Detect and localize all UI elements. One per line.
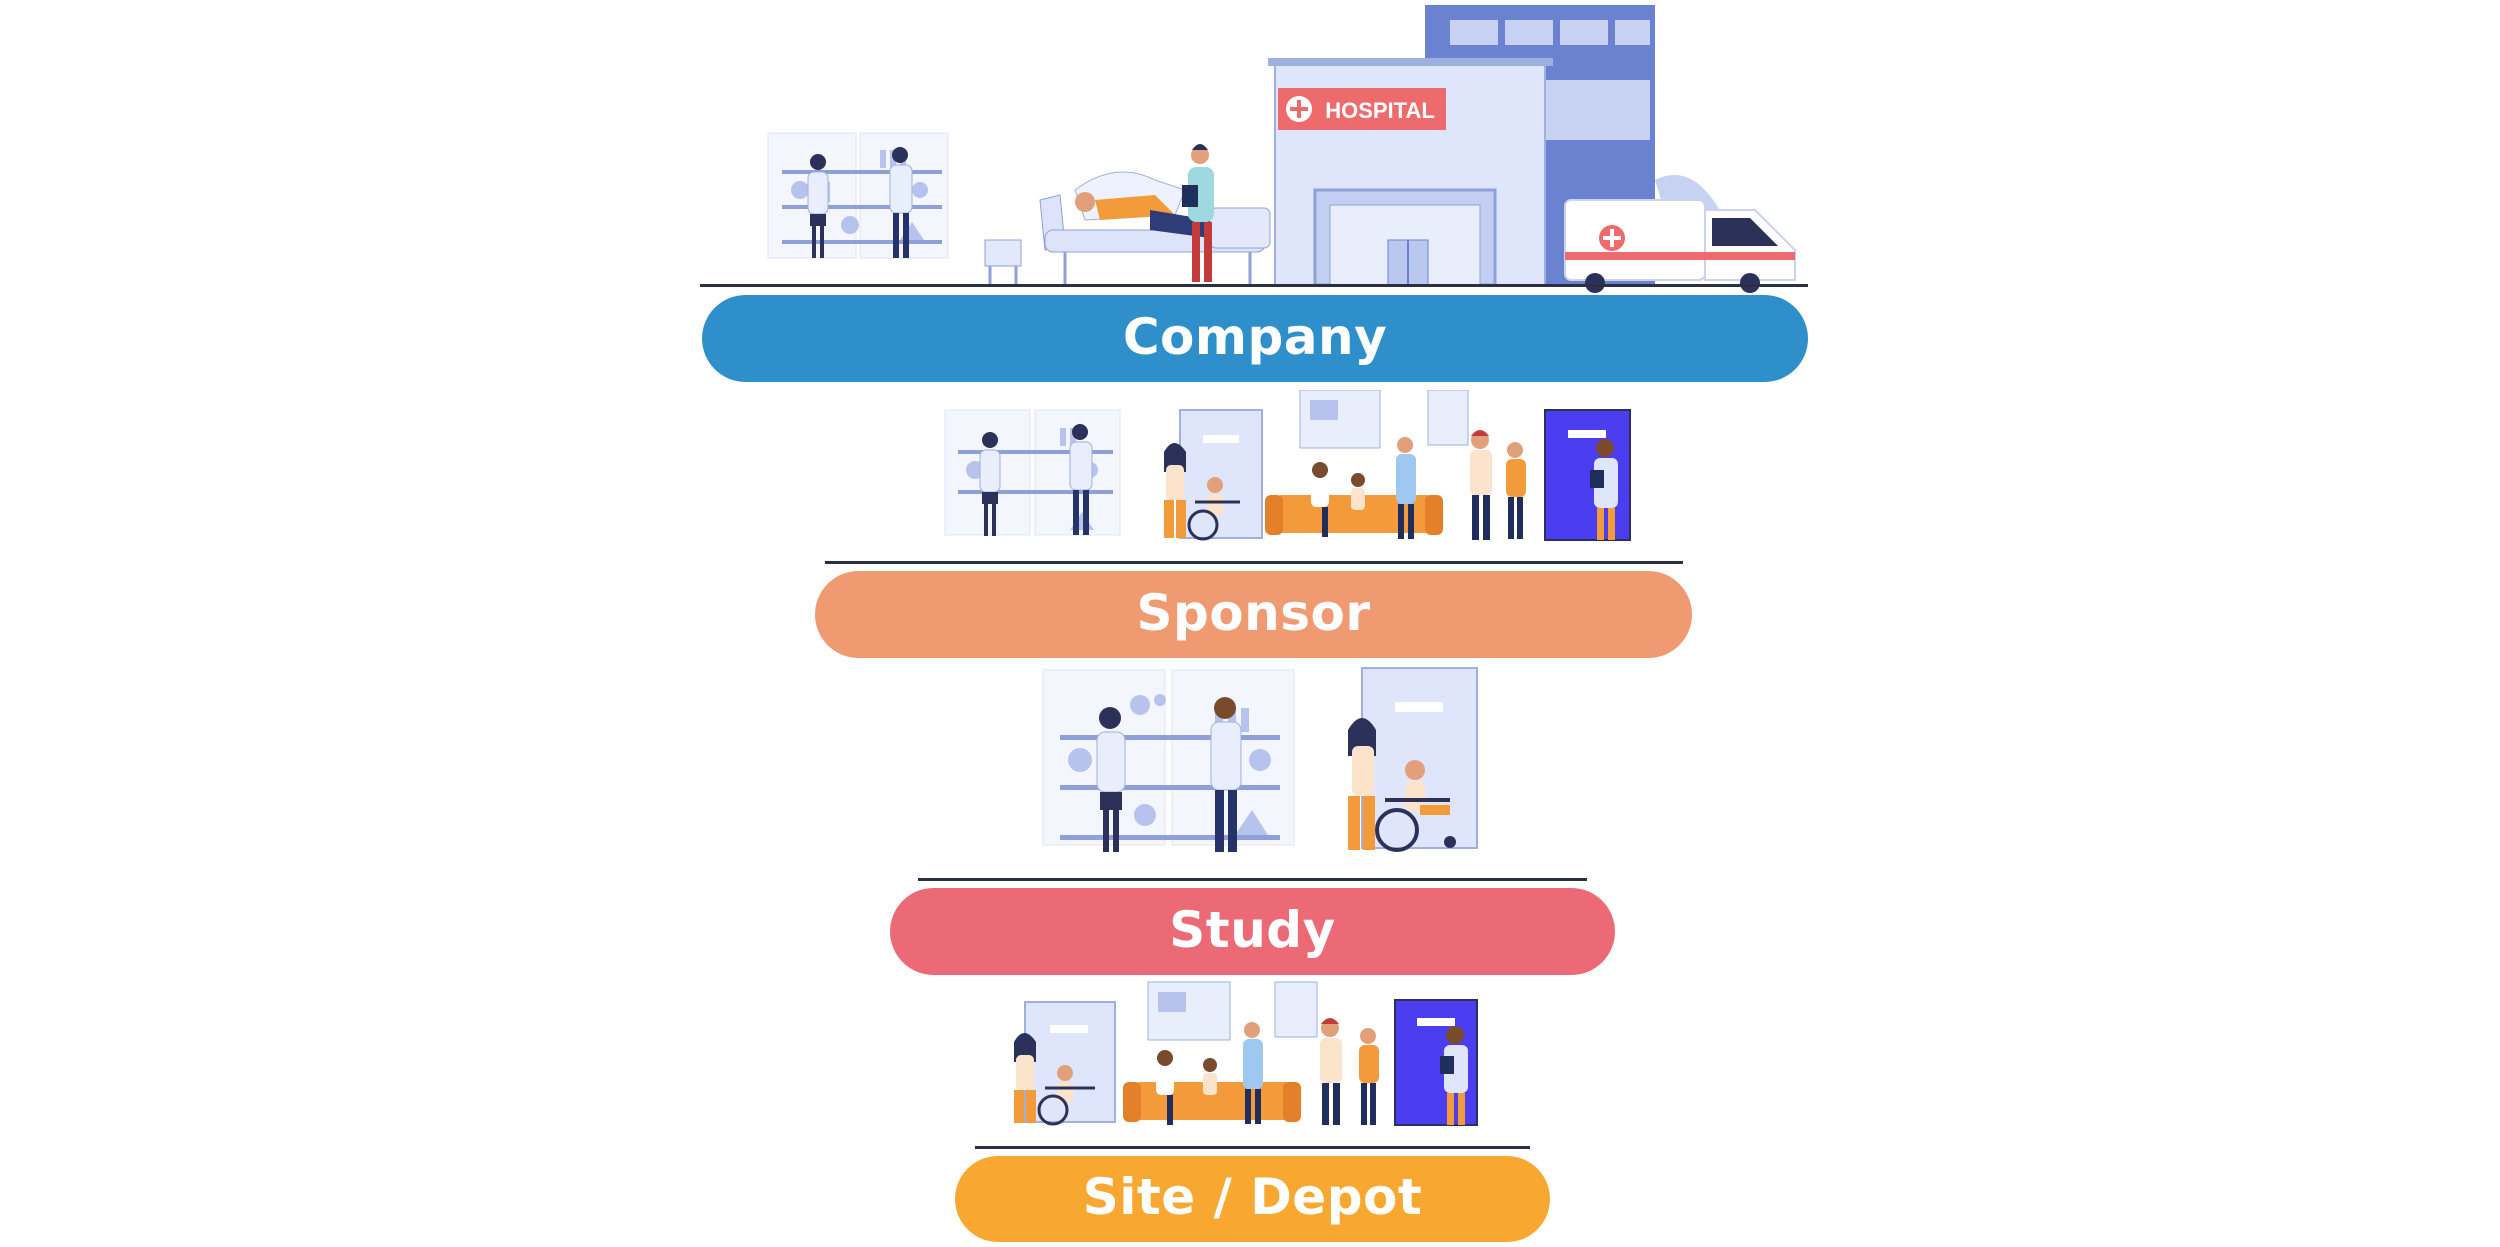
ambulance-illustration <box>1564 199 1796 293</box>
ground-line <box>975 1146 1530 1149</box>
tier-study: Study <box>0 660 2500 975</box>
lab-station-illustration <box>944 409 1121 536</box>
ground-line <box>700 284 1808 287</box>
sponsor-label-pill: Sponsor <box>815 571 1692 658</box>
wheelchair-patient-illustration <box>1164 409 1263 541</box>
lab-station-illustration <box>767 132 949 259</box>
waiting-couch-illustration <box>1123 1022 1301 1125</box>
study-label: Study <box>1169 900 1336 959</box>
hospital-building-illustration: HOSPITAL <box>1268 5 1745 287</box>
doctor-door-illustration <box>1394 999 1478 1126</box>
patient-bed-illustration <box>984 144 1271 285</box>
wheelchair-patient-illustration <box>1014 1001 1116 1126</box>
ground-line <box>918 878 1587 881</box>
hospital-sign-text: HOSPITAL <box>1325 98 1435 123</box>
tier-sponsor: Sponsor <box>0 390 2500 660</box>
study-label-pill: Study <box>890 888 1615 975</box>
site-depot-label-pill: Site / Depot <box>955 1156 1550 1242</box>
visitors-illustration <box>1470 430 1526 540</box>
visitors-illustration <box>1320 1018 1379 1125</box>
doctor-door-illustration <box>1544 409 1631 541</box>
sponsor-scene <box>944 390 1631 541</box>
tier-site-depot: Site / Depot <box>0 970 2500 1247</box>
ground-line <box>825 561 1683 564</box>
hospital-scene: HOSPITAL <box>767 5 1796 293</box>
company-label-pill: Company <box>702 295 1808 382</box>
waiting-couch-illustration <box>1265 437 1443 539</box>
tier-company: HOSPITAL Company <box>0 0 2500 390</box>
wall-poster <box>1427 390 1469 446</box>
sponsor-label: Sponsor <box>1136 583 1371 642</box>
site-depot-label: Site / Depot <box>1082 1168 1423 1226</box>
wall-poster <box>1274 981 1318 1038</box>
company-label: Company <box>1122 307 1388 366</box>
lab-station-illustration <box>1042 669 1295 852</box>
study-scene <box>1042 667 1478 852</box>
wheelchair-patient-illustration <box>1348 667 1478 852</box>
site-scene <box>1014 981 1478 1126</box>
